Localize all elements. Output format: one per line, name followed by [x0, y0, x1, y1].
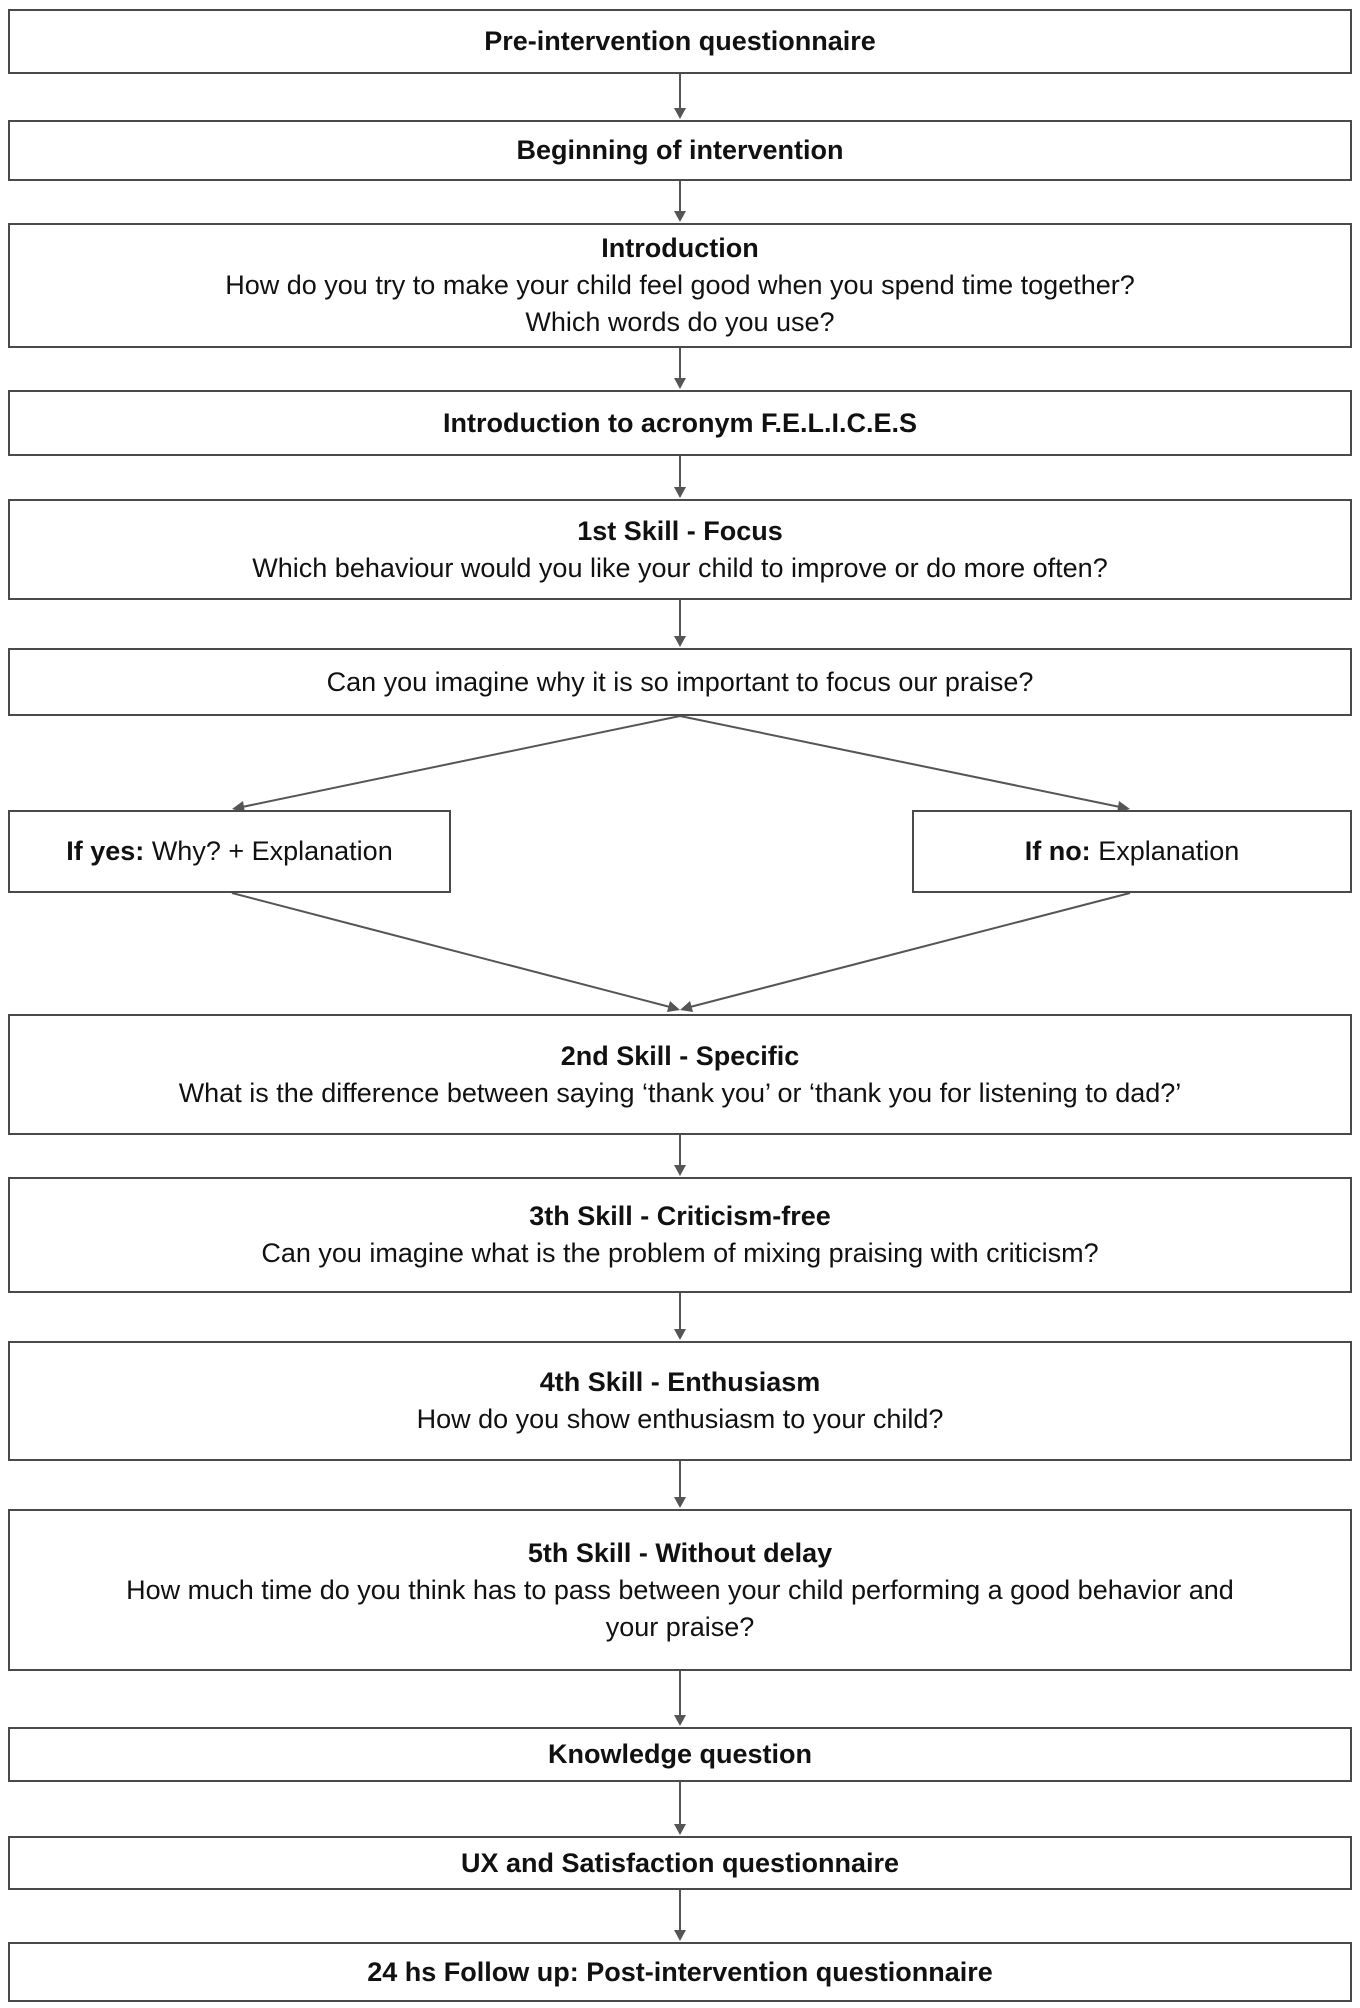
arrow-skill3-to-skill4	[674, 1293, 686, 1340]
skill-5-without-delay-question-line-2: your praise?	[605, 1611, 755, 1642]
ux-satisfaction-questionnaire-title: UX and Satisfaction questionnaire	[460, 1847, 900, 1878]
skill-4-enthusiasm-question: How do you show enthusiasm to your child…	[416, 1404, 944, 1434]
beginning-of-intervention-box: Beginning of intervention	[8, 120, 1352, 181]
skill-5-without-delay-box: 5th Skill - Without delay How much time …	[8, 1509, 1352, 1671]
skill-2-specific-box: 2nd Skill - Specific What is the differe…	[8, 1014, 1352, 1135]
focus-praise-question-text: Can you imagine why it is so important t…	[326, 666, 1034, 697]
introduction-title: Introduction	[601, 233, 759, 263]
skill-5-without-delay-title: 5th Skill - Without delay	[527, 1537, 833, 1568]
if-no-row: If no: Explanation	[1025, 833, 1240, 870]
introduction-box: Introduction How do you try to make your…	[8, 223, 1352, 348]
acronym-introduction-title: Introduction to acronym F.E.L.I.C.E.S	[442, 407, 918, 438]
arrow-skill1-to-focus-question	[674, 600, 686, 647]
follow-up-post-intervention-questionnaire-title: 24 hs Follow up: Post-intervention quest…	[367, 1956, 993, 1987]
skill-1-focus-question: Which behaviour would you like your chil…	[252, 552, 1108, 583]
skill-4-enthusiasm-title: 4th Skill - Enthusiasm	[539, 1367, 821, 1397]
knowledge-question-title: Knowledge question	[547, 1739, 812, 1769]
arrow-if-no-to-skill2	[680, 892, 1131, 1012]
skill-3-criticism-free-question: Can you imagine what is the problem of m…	[261, 1238, 1099, 1268]
pre-intervention-questionnaire-title: Pre-intervention questionnaire	[484, 26, 876, 56]
if-yes-label: If yes:	[66, 836, 145, 866]
skill-3-criticism-free-title: 3th Skill - Criticism-free	[529, 1201, 831, 1231]
if-yes-text: Why? + Explanation	[144, 836, 393, 866]
arrow-skill5-to-knowledge	[674, 1671, 686, 1726]
introduction-question-line-1: How do you try to make your child feel g…	[225, 270, 1135, 300]
ux-satisfaction-questionnaire-box: UX and Satisfaction questionnaire	[8, 1836, 1352, 1890]
beginning-of-intervention-title: Beginning of intervention	[516, 135, 844, 165]
skill-2-specific-question: What is the difference between saying ‘t…	[178, 1077, 1182, 1108]
skill-1-focus-box: 1st Skill - Focus Which behaviour would …	[8, 499, 1352, 600]
focus-praise-question-box: Can you imagine why it is so important t…	[8, 648, 1352, 716]
if-yes-box: If yes: Why? + Explanation	[8, 810, 451, 893]
arrow-ux-to-followup	[674, 1890, 686, 1941]
skill-1-focus-title: 1st Skill - Focus	[577, 515, 783, 546]
arrow-pre-to-beginning	[674, 74, 686, 119]
arrow-focus-question-to-if-yes	[232, 715, 681, 813]
acronym-introduction-box: Introduction to acronym F.E.L.I.C.E.S	[8, 390, 1352, 456]
skill-4-enthusiasm-box: 4th Skill - Enthusiasm How do you show e…	[8, 1341, 1352, 1461]
arrow-skill4-to-skill5	[674, 1461, 686, 1508]
pre-intervention-questionnaire-box: Pre-intervention questionnaire	[8, 9, 1352, 74]
if-no-text: Explanation	[1090, 836, 1240, 866]
introduction-question-line-2: Which words do you use?	[525, 307, 835, 337]
follow-up-post-intervention-questionnaire-box: 24 hs Follow up: Post-intervention quest…	[8, 1942, 1352, 2002]
arrow-if-yes-to-skill2	[231, 892, 680, 1012]
if-no-box: If no: Explanation	[912, 810, 1352, 893]
skill-5-without-delay-question-line-1: How much time do you think has to pass b…	[126, 1574, 1234, 1605]
arrow-focus-question-to-if-no	[679, 715, 1130, 813]
arrow-skill2-to-skill3	[674, 1135, 686, 1176]
skill-2-specific-title: 2nd Skill - Specific	[560, 1040, 800, 1071]
arrow-beginning-to-introduction	[674, 181, 686, 222]
arrow-introduction-to-acronym	[674, 348, 686, 389]
skill-3-criticism-free-box: 3th Skill - Criticism-free Can you imagi…	[8, 1177, 1352, 1293]
if-yes-row: If yes: Why? + Explanation	[66, 833, 392, 870]
arrow-acronym-to-skill1	[674, 456, 686, 498]
arrow-knowledge-to-ux	[674, 1782, 686, 1835]
if-no-label: If no:	[1024, 836, 1091, 866]
knowledge-question-box: Knowledge question	[8, 1727, 1352, 1782]
